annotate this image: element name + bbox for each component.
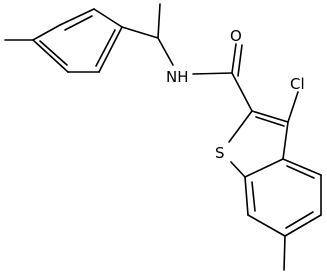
bond bbox=[32, 39, 69, 73]
aromatic-inner-bond bbox=[95, 29, 116, 67]
bond bbox=[282, 158, 322, 176]
bond bbox=[251, 110, 289, 123]
bond bbox=[244, 176, 249, 216]
bond bbox=[98, 26, 123, 73]
bond bbox=[284, 214, 322, 237]
carbonyl-double-bond bbox=[231, 43, 237, 74]
c3-chlorine-bond bbox=[287, 91, 299, 123]
aromatic-inner-bond bbox=[64, 15, 93, 31]
ch-to-nh-bond bbox=[157, 37, 174, 66]
ring-to-ch-bond bbox=[121, 26, 159, 39]
aromatic-inner-bond bbox=[285, 211, 314, 229]
bond bbox=[247, 214, 286, 237]
carbonyl-to-c2-bond bbox=[231, 72, 253, 112]
bond bbox=[59, 8, 95, 26]
nh-to-carbonyl-bond bbox=[192, 72, 233, 75]
ch-methyl-bond bbox=[157, 3, 161, 39]
aromatic-inner-bond bbox=[255, 116, 285, 127]
sulfur-label: S bbox=[215, 144, 225, 162]
carbonyl-double-bond bbox=[237, 44, 243, 77]
bond bbox=[282, 121, 289, 160]
thiophene-ring bbox=[228, 110, 289, 178]
bond bbox=[93, 8, 123, 28]
benzo-methyl-bond bbox=[283, 235, 286, 271]
tolyl-ring bbox=[32, 8, 123, 73]
oxygen-label: O bbox=[230, 27, 242, 45]
chlorine-label: Cl bbox=[290, 75, 305, 93]
bond bbox=[228, 110, 253, 143]
bond bbox=[230, 161, 246, 178]
benzene-ring bbox=[244, 158, 322, 237]
aromatic-inner-bond bbox=[286, 165, 315, 179]
aromatic-inner-bond bbox=[251, 181, 256, 212]
aromatic-inner-bond bbox=[39, 40, 68, 66]
nh-label: NH bbox=[166, 68, 189, 86]
bond bbox=[32, 24, 61, 41]
bond bbox=[244, 158, 284, 178]
